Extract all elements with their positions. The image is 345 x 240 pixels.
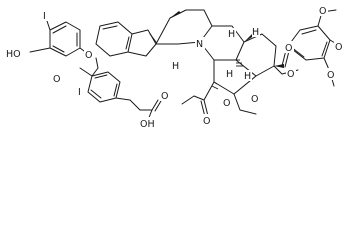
wedge-bond-1 <box>170 11 181 18</box>
acid-chain <box>115 97 153 111</box>
iodophenol-ring-double-bonds <box>52 25 78 53</box>
wedge-bond-3 <box>274 64 284 68</box>
lower-aryl-double-bonds <box>90 74 118 99</box>
methyl-ester-bond <box>193 81 215 101</box>
hydroxyl-bond <box>29 47 51 53</box>
atom-labels: I HO O O I O OH N H H H H H O O O O <box>6 4 344 130</box>
iodine-bond-lower <box>79 67 93 77</box>
h-upper-left-label: H <box>172 61 179 72</box>
indole-double-bonds <box>102 25 157 50</box>
iodine-top-label: I <box>43 11 46 22</box>
lower-aryl-ring <box>87 71 121 103</box>
carboxyl-oxygen-label: O <box>161 91 168 102</box>
h-lower-right-label: H <box>244 71 251 82</box>
methyl-ester-methyl <box>181 95 195 105</box>
ether-oxygen-upper-label: O <box>85 50 92 61</box>
h-upper-right-label: H <box>228 29 235 40</box>
ring-methoxy-bond <box>233 93 257 115</box>
methoxy-bottom-label: O <box>327 70 334 81</box>
hash-bond-1 <box>236 59 244 67</box>
trimethoxy-ring <box>287 25 331 61</box>
ring-methoxy-label: O <box>251 94 258 105</box>
carboxylic-acid-label: OH <box>140 119 155 130</box>
e-ring-substituent-bonds <box>213 59 257 95</box>
h-middle-label: H <box>252 27 259 38</box>
ring-nitrogen-label: N <box>196 39 203 50</box>
d-ring <box>199 25 245 61</box>
hash-bond-2 <box>211 81 219 90</box>
bond-skeleton <box>29 9 341 121</box>
methoxy-top-label: O <box>319 6 326 17</box>
methyl-ester-oxygen-label: O <box>223 98 230 109</box>
acid-carbonyl-double <box>151 99 162 112</box>
methyl-ester-carbonyl-label: O <box>203 116 210 127</box>
wedge-bond-2 <box>244 34 254 42</box>
hydroxyl-label: HO <box>6 49 21 60</box>
iodine-lower-label: I <box>78 87 81 98</box>
methoxy-para-label: O <box>335 42 342 53</box>
h-lower-left-label: H <box>226 69 233 80</box>
ester-carbonyl-oxygen-label: O <box>285 43 292 54</box>
ester-oxygen-label: O <box>287 69 294 80</box>
ether-oxygen-lower-label: O <box>53 74 60 85</box>
stereo-bonds <box>170 11 284 90</box>
e-ring <box>235 33 277 77</box>
indole-five-ring <box>127 29 157 57</box>
chemical-structure-diagram: I HO O O I O OH N H H H H H O O O O <box>6 4 344 130</box>
ether-link <box>91 57 99 77</box>
